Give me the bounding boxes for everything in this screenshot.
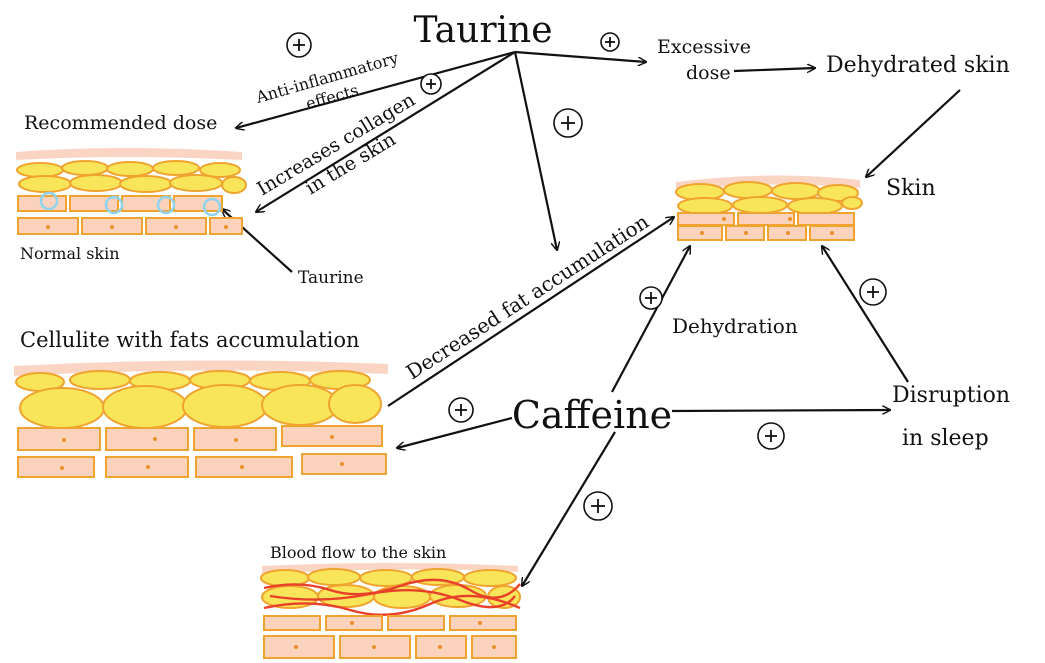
skin-illustration: [676, 175, 862, 240]
plus-badge: +: [554, 109, 582, 137]
plus-badge: +: [287, 33, 311, 57]
plus-badge: +: [758, 423, 784, 449]
arrow-cellulite-to-skin: [388, 217, 674, 406]
blood-flow-illustration: [261, 563, 520, 658]
decreased-fat-label: Decreased fat accumulation: [402, 209, 653, 384]
arrow-taurine-down: [515, 52, 557, 250]
plus-badge: +: [860, 279, 886, 305]
svg-text:Decreased fat accumulation: Decreased fat accumulation: [402, 209, 653, 384]
plus-badge: +: [584, 492, 612, 520]
cellulite-illustration: [14, 360, 388, 477]
arrow-taurine-to-excessive-dose: [515, 52, 646, 62]
arrow-sleep-to-skin: [822, 246, 908, 382]
taurine-pointer-label: Taurine: [298, 268, 364, 288]
excessive-label: Excessive: [657, 36, 751, 58]
plus-badge: +: [449, 398, 473, 422]
plus-badge: +: [640, 287, 662, 309]
cellulite-label: Cellulite with fats accumulation: [20, 328, 360, 352]
normal-skin-label: Normal skin: [20, 244, 120, 263]
blood-flow-label: Blood flow to the skin: [270, 543, 446, 562]
normal-skin-illustration: [16, 148, 246, 234]
skin-label: Skin: [886, 176, 936, 201]
arrow-caffeine-to-sleep: [672, 410, 890, 411]
excessive-dose-label: dose: [686, 62, 731, 84]
taurine-label: Taurine: [413, 10, 552, 51]
arrow-dehydrated-to-skin: [866, 90, 960, 177]
recommended-dose-label: Recommended dose: [24, 112, 217, 134]
sleep-label: in sleep: [902, 426, 989, 451]
plus-badge: +: [601, 33, 619, 51]
arrow-caffeine-to-cellulite: [397, 418, 512, 448]
increases-collagen-label: Increases collagen in the skin: [253, 89, 431, 221]
plus-badge: +: [421, 74, 441, 94]
dehydration-label: Dehydration: [672, 314, 798, 338]
dehydrated-skin-label: Dehydrated skin: [826, 53, 1010, 78]
disruption-label: Disruption: [892, 383, 1010, 408]
caffeine-label: Caffeine: [512, 393, 672, 437]
arrow-excessive-to-dehydrated: [734, 68, 815, 71]
